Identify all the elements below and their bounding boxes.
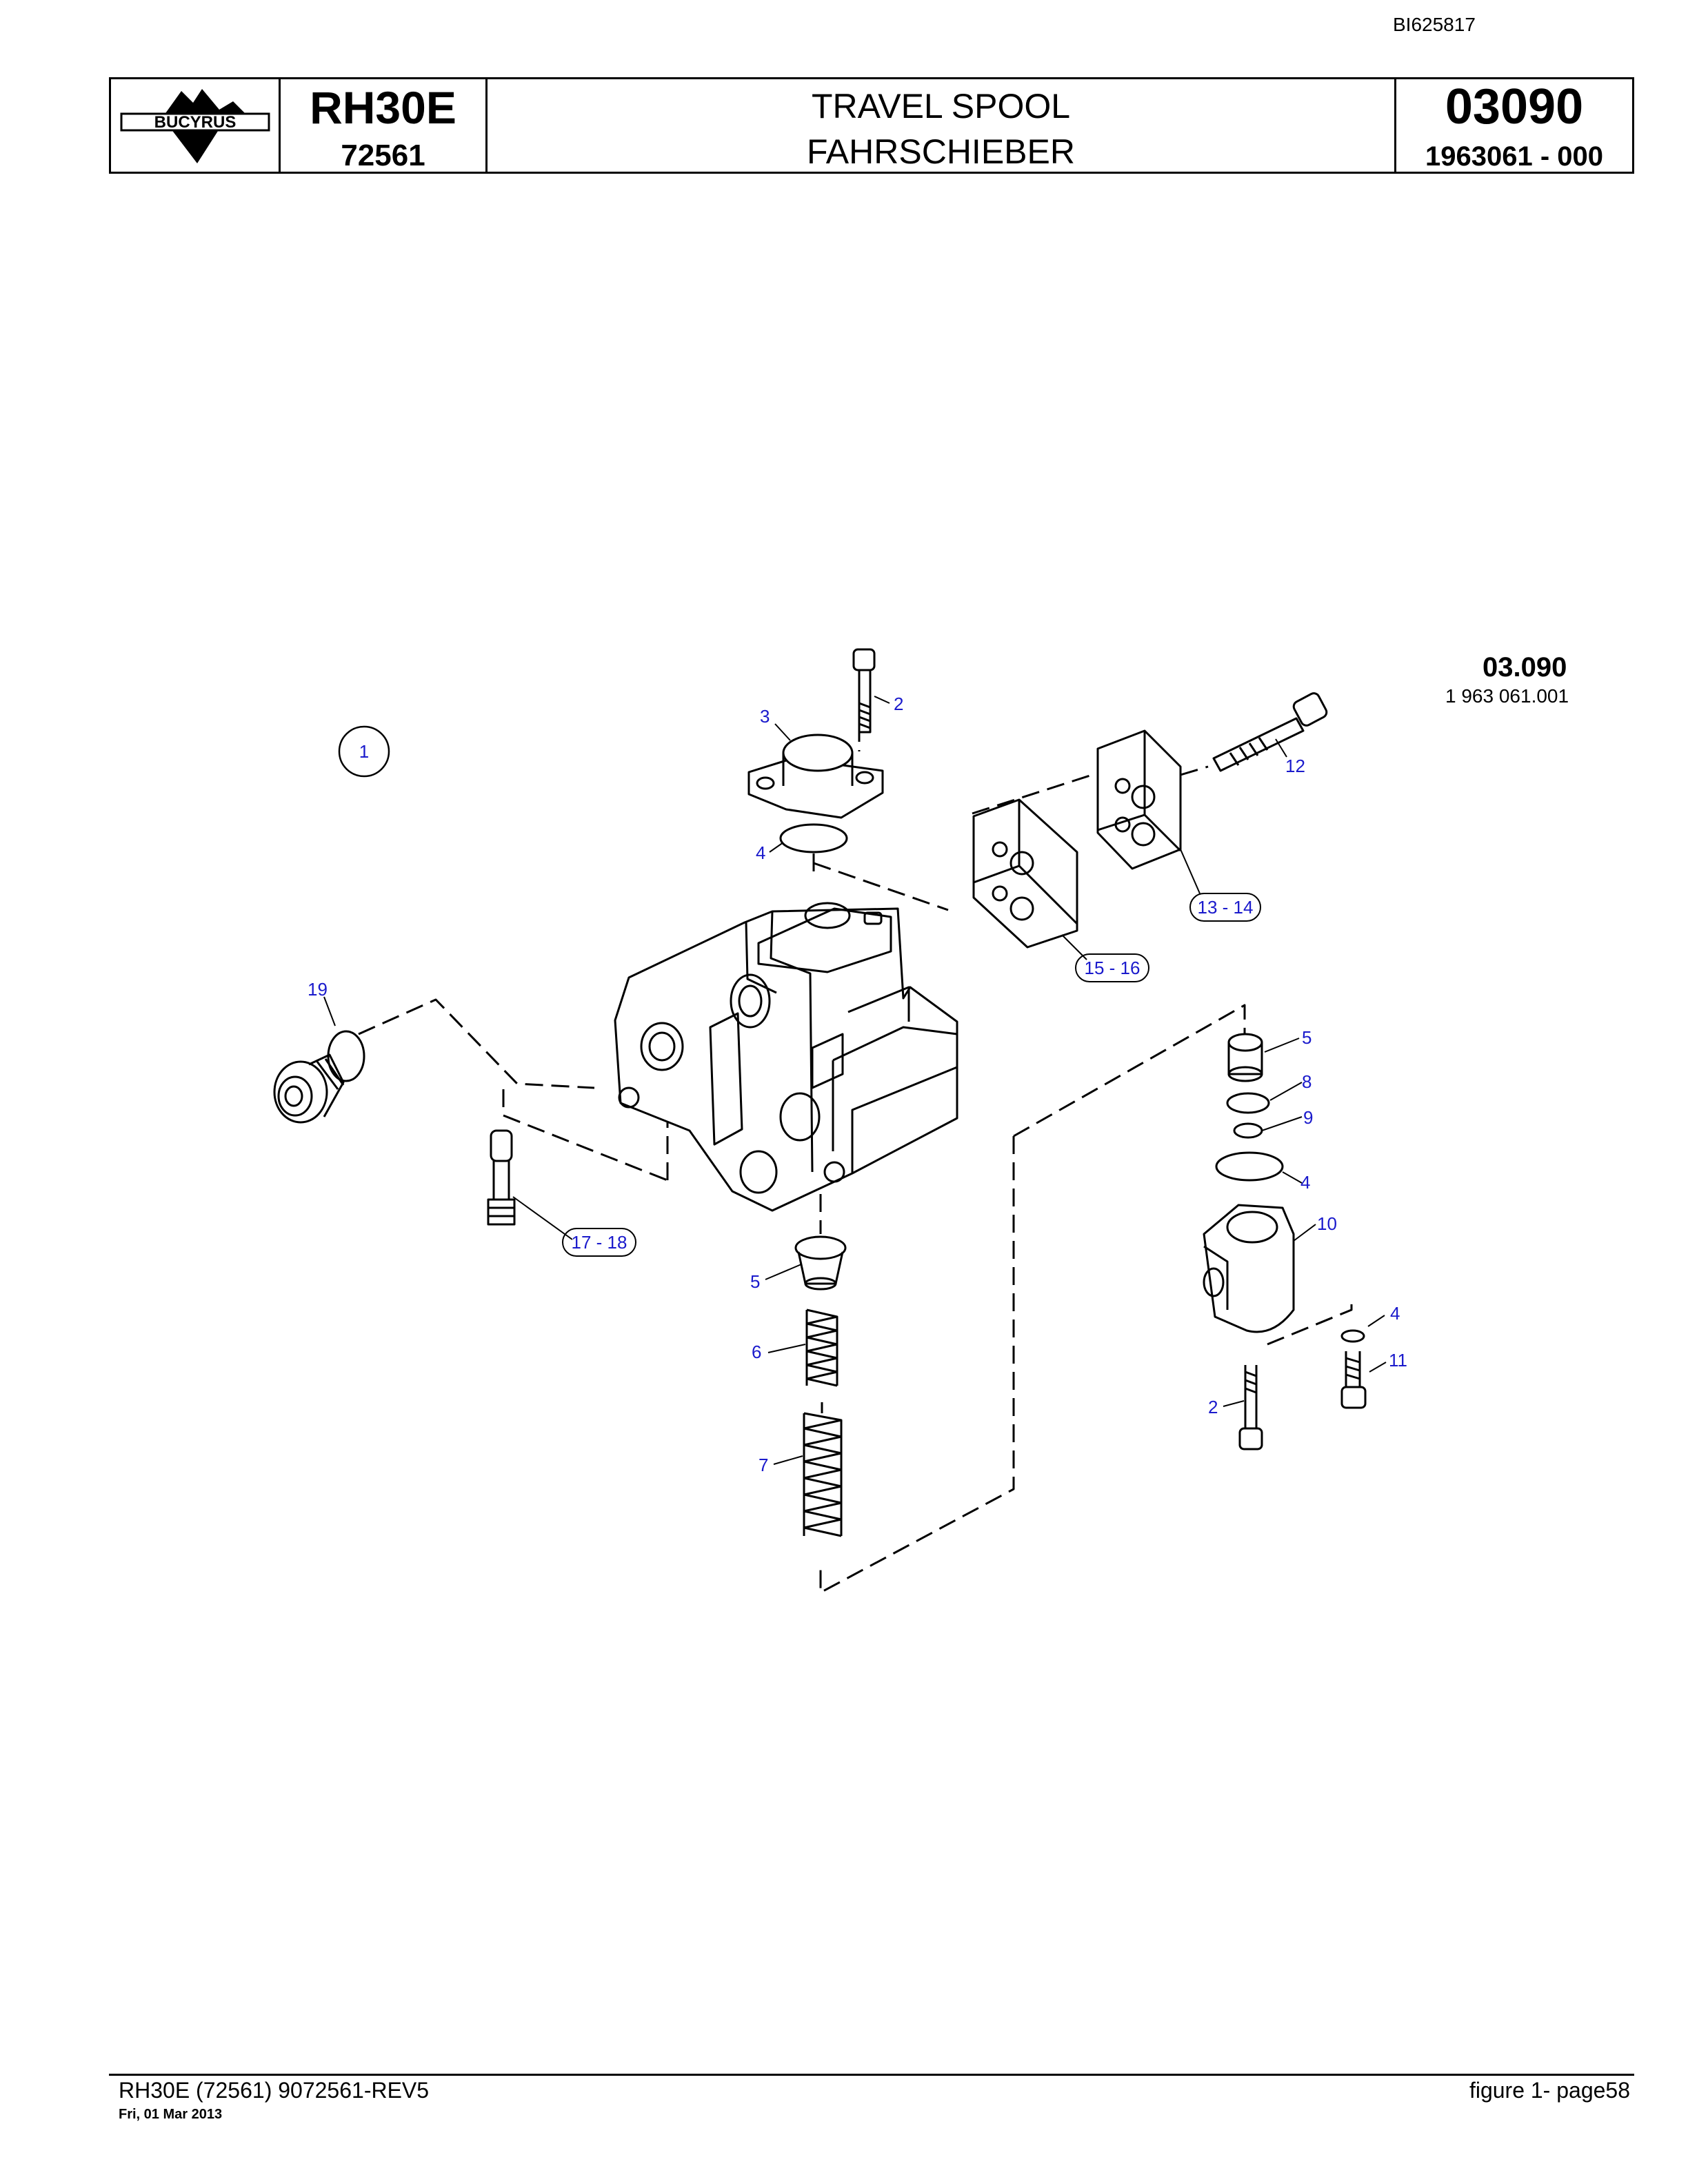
brand-logo-cell: BUCYRUS: [111, 79, 281, 172]
model-name: RH30E: [310, 82, 456, 133]
footer-date: Fri, 01 Mar 2013: [119, 2107, 223, 2122]
figure-subnumber: 1 963 061.001: [1445, 685, 1569, 707]
callout-oval-17-18: [562, 1228, 636, 1257]
callout-11: 11: [1389, 1350, 1407, 1371]
bushing-right: [1227, 1033, 1263, 1082]
ring-9: [1233, 1122, 1263, 1139]
part-number: 1963061 - 000: [1425, 141, 1603, 172]
callout-8: 8: [1302, 1071, 1312, 1092]
callout-9: 9: [1303, 1107, 1313, 1128]
bushing-lower: [794, 1235, 847, 1291]
o-ring-top: [779, 823, 848, 853]
title-german: FAHRSCHIEBER: [807, 132, 1075, 171]
cover-flange: [747, 734, 884, 819]
o-ring-right: [1215, 1151, 1284, 1182]
callout-7: 7: [758, 1455, 768, 1475]
callout-6: 6: [752, 1342, 761, 1362]
bucyrus-logo: BUCYRUS: [120, 89, 270, 163]
footer-page-ref: figure 1- page58: [1469, 2078, 1630, 2103]
code-cell: 03090 1963061 - 000: [1396, 79, 1632, 172]
valve-housing: [614, 902, 958, 1212]
callout-5-lower: 5: [750, 1271, 760, 1292]
footer-divider: [109, 2074, 1634, 2076]
assembly-guide-lines: [358, 698, 1353, 1594]
washer-8: [1226, 1092, 1270, 1114]
callout-4-small: 4: [1390, 1303, 1400, 1324]
cap-screw-top: [852, 648, 876, 734]
spring-long: [803, 1402, 843, 1537]
cap-screw-lower: [1238, 1365, 1263, 1450]
callout-circle-1: [338, 725, 390, 778]
callout-19: 19: [308, 979, 328, 1000]
document-id: BI625817: [1393, 14, 1476, 35]
callout-12: 12: [1285, 756, 1305, 776]
screw-11: [1340, 1351, 1367, 1409]
long-cap-screw: [1212, 692, 1328, 772]
callout-13-14: 13 - 14: [1198, 897, 1254, 918]
title-cell: TRAVEL SPOOL FAHRSCHIEBER: [488, 79, 1396, 172]
footer-document-ref: RH30E (72561) 9072561-REV5: [119, 2078, 430, 2103]
callout-2-top: 2: [894, 694, 903, 714]
figure-number: 03.090: [1483, 652, 1567, 682]
spring-short: [805, 1308, 838, 1387]
callout-17-18: 17 - 18: [572, 1232, 627, 1253]
o-ring-small: [1340, 1329, 1365, 1343]
callout-1: 1: [359, 741, 369, 762]
callout-15-16: 15 - 16: [1085, 958, 1141, 978]
callout-2-lower: 2: [1208, 1397, 1218, 1417]
callout-10: 10: [1317, 1213, 1337, 1234]
cover-block-13-14: [1096, 729, 1182, 870]
group-code: 03090: [1445, 79, 1584, 134]
callout-4-top: 4: [756, 842, 765, 863]
callout-5-right: 5: [1302, 1027, 1312, 1048]
title-block: BUCYRUS RH30E 72561 TRAVEL SPOOL FAHRSCH…: [109, 77, 1634, 174]
callout-oval-15-16: [1075, 953, 1149, 982]
plug-19: [273, 1030, 365, 1124]
callout-4-right: 4: [1300, 1172, 1310, 1193]
cover-block-15-16: [972, 798, 1078, 949]
callout-oval-13-14: [1189, 893, 1261, 922]
plunger-17-18: [487, 1129, 516, 1226]
callout-3: 3: [760, 706, 770, 727]
title-english: TRAVEL SPOOL: [811, 87, 1071, 125]
flange-housing-10: [1203, 1204, 1295, 1333]
serial-number: 72561: [341, 139, 425, 172]
o-ring-19: [327, 1030, 365, 1082]
model-cell: RH30E 72561: [281, 79, 488, 172]
logo-text: BUCYRUS: [154, 113, 236, 132]
